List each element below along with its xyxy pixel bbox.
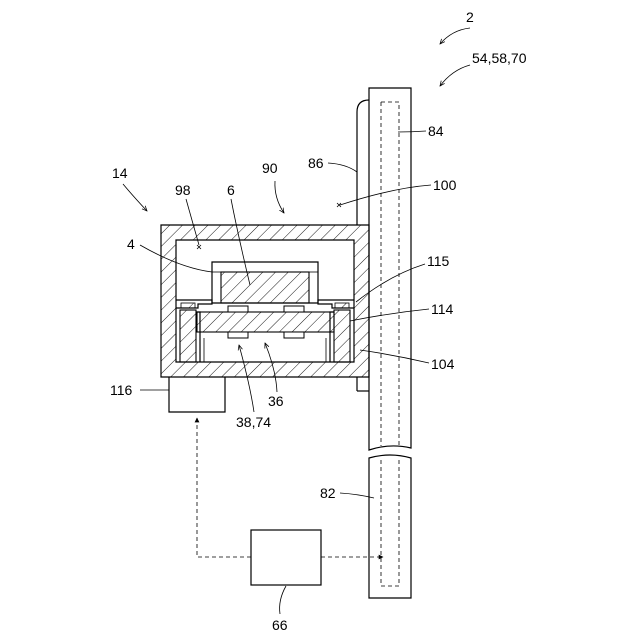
upper-holder	[212, 262, 318, 303]
label-14: 14	[112, 165, 128, 181]
label-104: 104	[431, 356, 455, 372]
label-114: 114	[431, 301, 454, 317]
signal-lines	[197, 418, 383, 557]
plate	[197, 306, 334, 338]
label-82: 82	[320, 485, 336, 501]
label-86: 86	[308, 155, 324, 171]
label-98: 98	[175, 182, 191, 198]
sensor-box	[169, 377, 225, 412]
label-6: 6	[227, 182, 235, 198]
label-115: 115	[427, 253, 450, 269]
label-54-58-70: 54,58,70	[472, 50, 527, 66]
rail	[369, 88, 411, 598]
label-4: 4	[127, 236, 135, 252]
label-66: 66	[272, 617, 288, 633]
label-38-74: 38,74	[236, 414, 271, 430]
controller-box	[251, 530, 321, 585]
label-84: 84	[428, 123, 444, 139]
label-116: 116	[110, 382, 133, 398]
label-100: 100	[433, 177, 457, 193]
label-36: 36	[268, 393, 284, 409]
label-2: 2	[466, 9, 474, 25]
label-90: 90	[262, 160, 278, 176]
